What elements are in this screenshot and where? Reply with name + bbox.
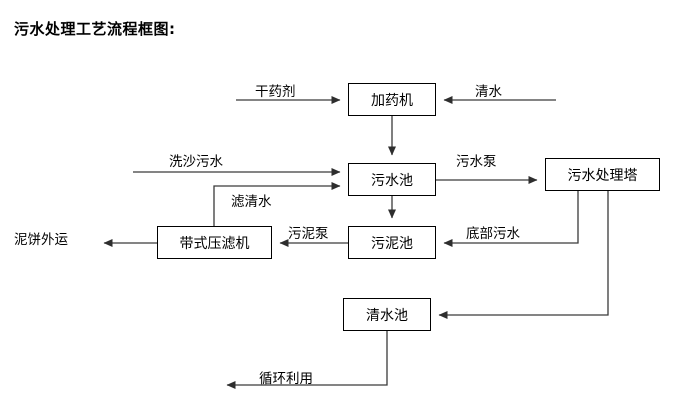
page-title: 污水处理工艺流程框图: — [14, 20, 176, 38]
edge-label-filtered-clear-water: 滤清水 — [231, 194, 272, 210]
edge-label-mud-cake-transport: 泥饼外运 — [14, 232, 68, 248]
edge-label-recycle-reuse: 循环利用 — [259, 371, 313, 387]
node-clean-water-pool[interactable]: 清水池 — [343, 298, 431, 331]
node-treatment-tower[interactable]: 污水处理塔 — [545, 158, 660, 191]
edge-tower-to-clean-water-pool — [438, 191, 609, 319]
edge-label-bottom-wastewater: 底部污水 — [466, 226, 520, 242]
node-belt-filter-press[interactable]: 带式压滤机 — [157, 226, 272, 259]
edge-label-wastewater-pump: 污水泵 — [456, 154, 497, 170]
edge-label-sludge-pump: 污泥泵 — [288, 226, 329, 242]
node-wastewater-pool[interactable]: 污水池 — [348, 163, 436, 196]
edge-tower-bottom-to-sludge-pool — [443, 191, 579, 247]
edge-clean-water-pool-to-recycle — [226, 331, 388, 389]
node-sludge-pool[interactable]: 污泥池 — [348, 226, 436, 259]
edge-label-clean-water-in: 清水 — [475, 84, 502, 100]
edge-label-sand-wash-wastewater: 洗沙污水 — [169, 154, 223, 170]
edge-filtered-water-to-wastewater-pool — [213, 182, 341, 226]
node-dosing-machine[interactable]: 加药机 — [348, 83, 436, 116]
edge-label-dry-chemical: 干药剂 — [255, 84, 296, 100]
